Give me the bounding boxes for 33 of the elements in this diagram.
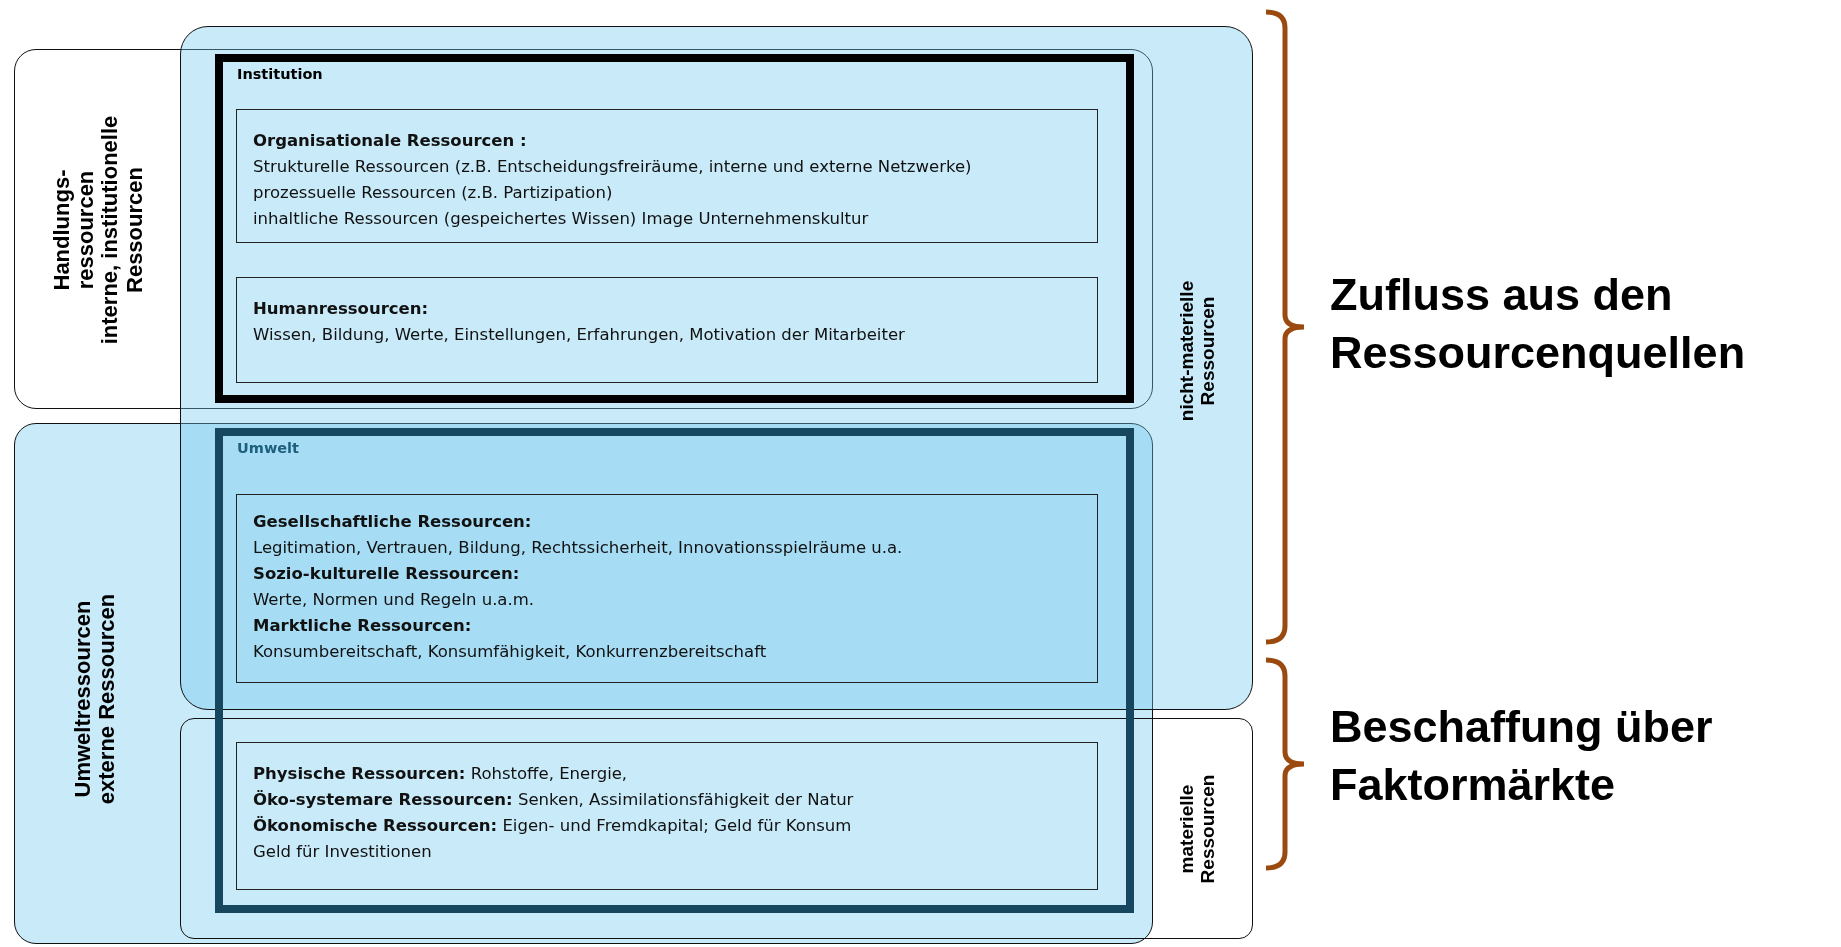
resource-description: Wissen, Bildung, Werte, Einstellungen, Erfahrungen, Motivation der Mitarbeiter xyxy=(253,324,906,346)
resource-box xyxy=(236,742,1098,890)
resource-description: Ökonomische Ressourcen: Eigen- und Fremdkapital; Geld für Konsum xyxy=(253,815,853,837)
resource-description: Physische Ressourcen: Rohstoffe, Energie, xyxy=(253,763,629,785)
category-label: Umweltressourcen externe Ressourcen xyxy=(70,592,120,807)
resource-description: Legitimation, Vertrauen, Bildung, Rechtssicherheit, Innovationsspielräume u.a. xyxy=(253,537,904,559)
frame-heading: Umwelt xyxy=(237,440,299,456)
resource-box xyxy=(236,494,1098,683)
category-panel xyxy=(180,26,1253,710)
resource-heading: Gesellschaftliche Ressourcen: xyxy=(253,511,533,533)
resource-description: prozessuelle Ressourcen (z.B. Partizipation) xyxy=(253,182,614,204)
category-label: nicht-materielle Ressourcen xyxy=(1177,279,1219,424)
resource-description: Werte, Normen und Regeln u.a.m. xyxy=(253,589,536,611)
resource-description: inhaltliche Ressourcen (gespeichertes Wissen) Image Unternehmenskultur xyxy=(253,208,870,230)
bracket-caption: Zufluss aus den Ressourcenquellen xyxy=(1330,268,1747,380)
resource-heading: Sozio-kulturelle Ressourcen: xyxy=(253,563,521,585)
category-label: interne, institutionelle Ressourcen xyxy=(98,114,147,347)
category-label: materielle Ressourcen xyxy=(1177,773,1219,886)
resource-description: Strukturelle Ressourcen (z.B. Entscheidungsfreiräume, interne und externe Netzwerke) xyxy=(253,156,973,178)
category-panel xyxy=(180,718,1253,939)
resource-box xyxy=(236,109,1098,243)
resource-box xyxy=(236,277,1098,383)
category-panel xyxy=(14,423,1153,944)
resource-description: Geld für Investitionen xyxy=(253,841,433,863)
resource-heading: Humanressourcen: xyxy=(253,298,430,320)
resource-description: Öko-systemare Ressourcen: Senken, Assimilationsfähigkeit der Natur xyxy=(253,789,855,811)
bracket-caption: Beschaffung über Faktormärkte xyxy=(1330,700,1714,812)
frame-heading: Institution xyxy=(237,66,323,82)
resource-heading: Marktliche Ressourcen: xyxy=(253,615,473,637)
category-panel xyxy=(14,49,1153,409)
resource-description: Konsumbereitschaft, Konsumfähigkeit, Konkurrenzbereitschaft xyxy=(253,641,768,663)
resource-heading: Organisationale Ressourcen : xyxy=(253,130,528,152)
category-label: Handlungs- ressourcen xyxy=(49,168,98,293)
